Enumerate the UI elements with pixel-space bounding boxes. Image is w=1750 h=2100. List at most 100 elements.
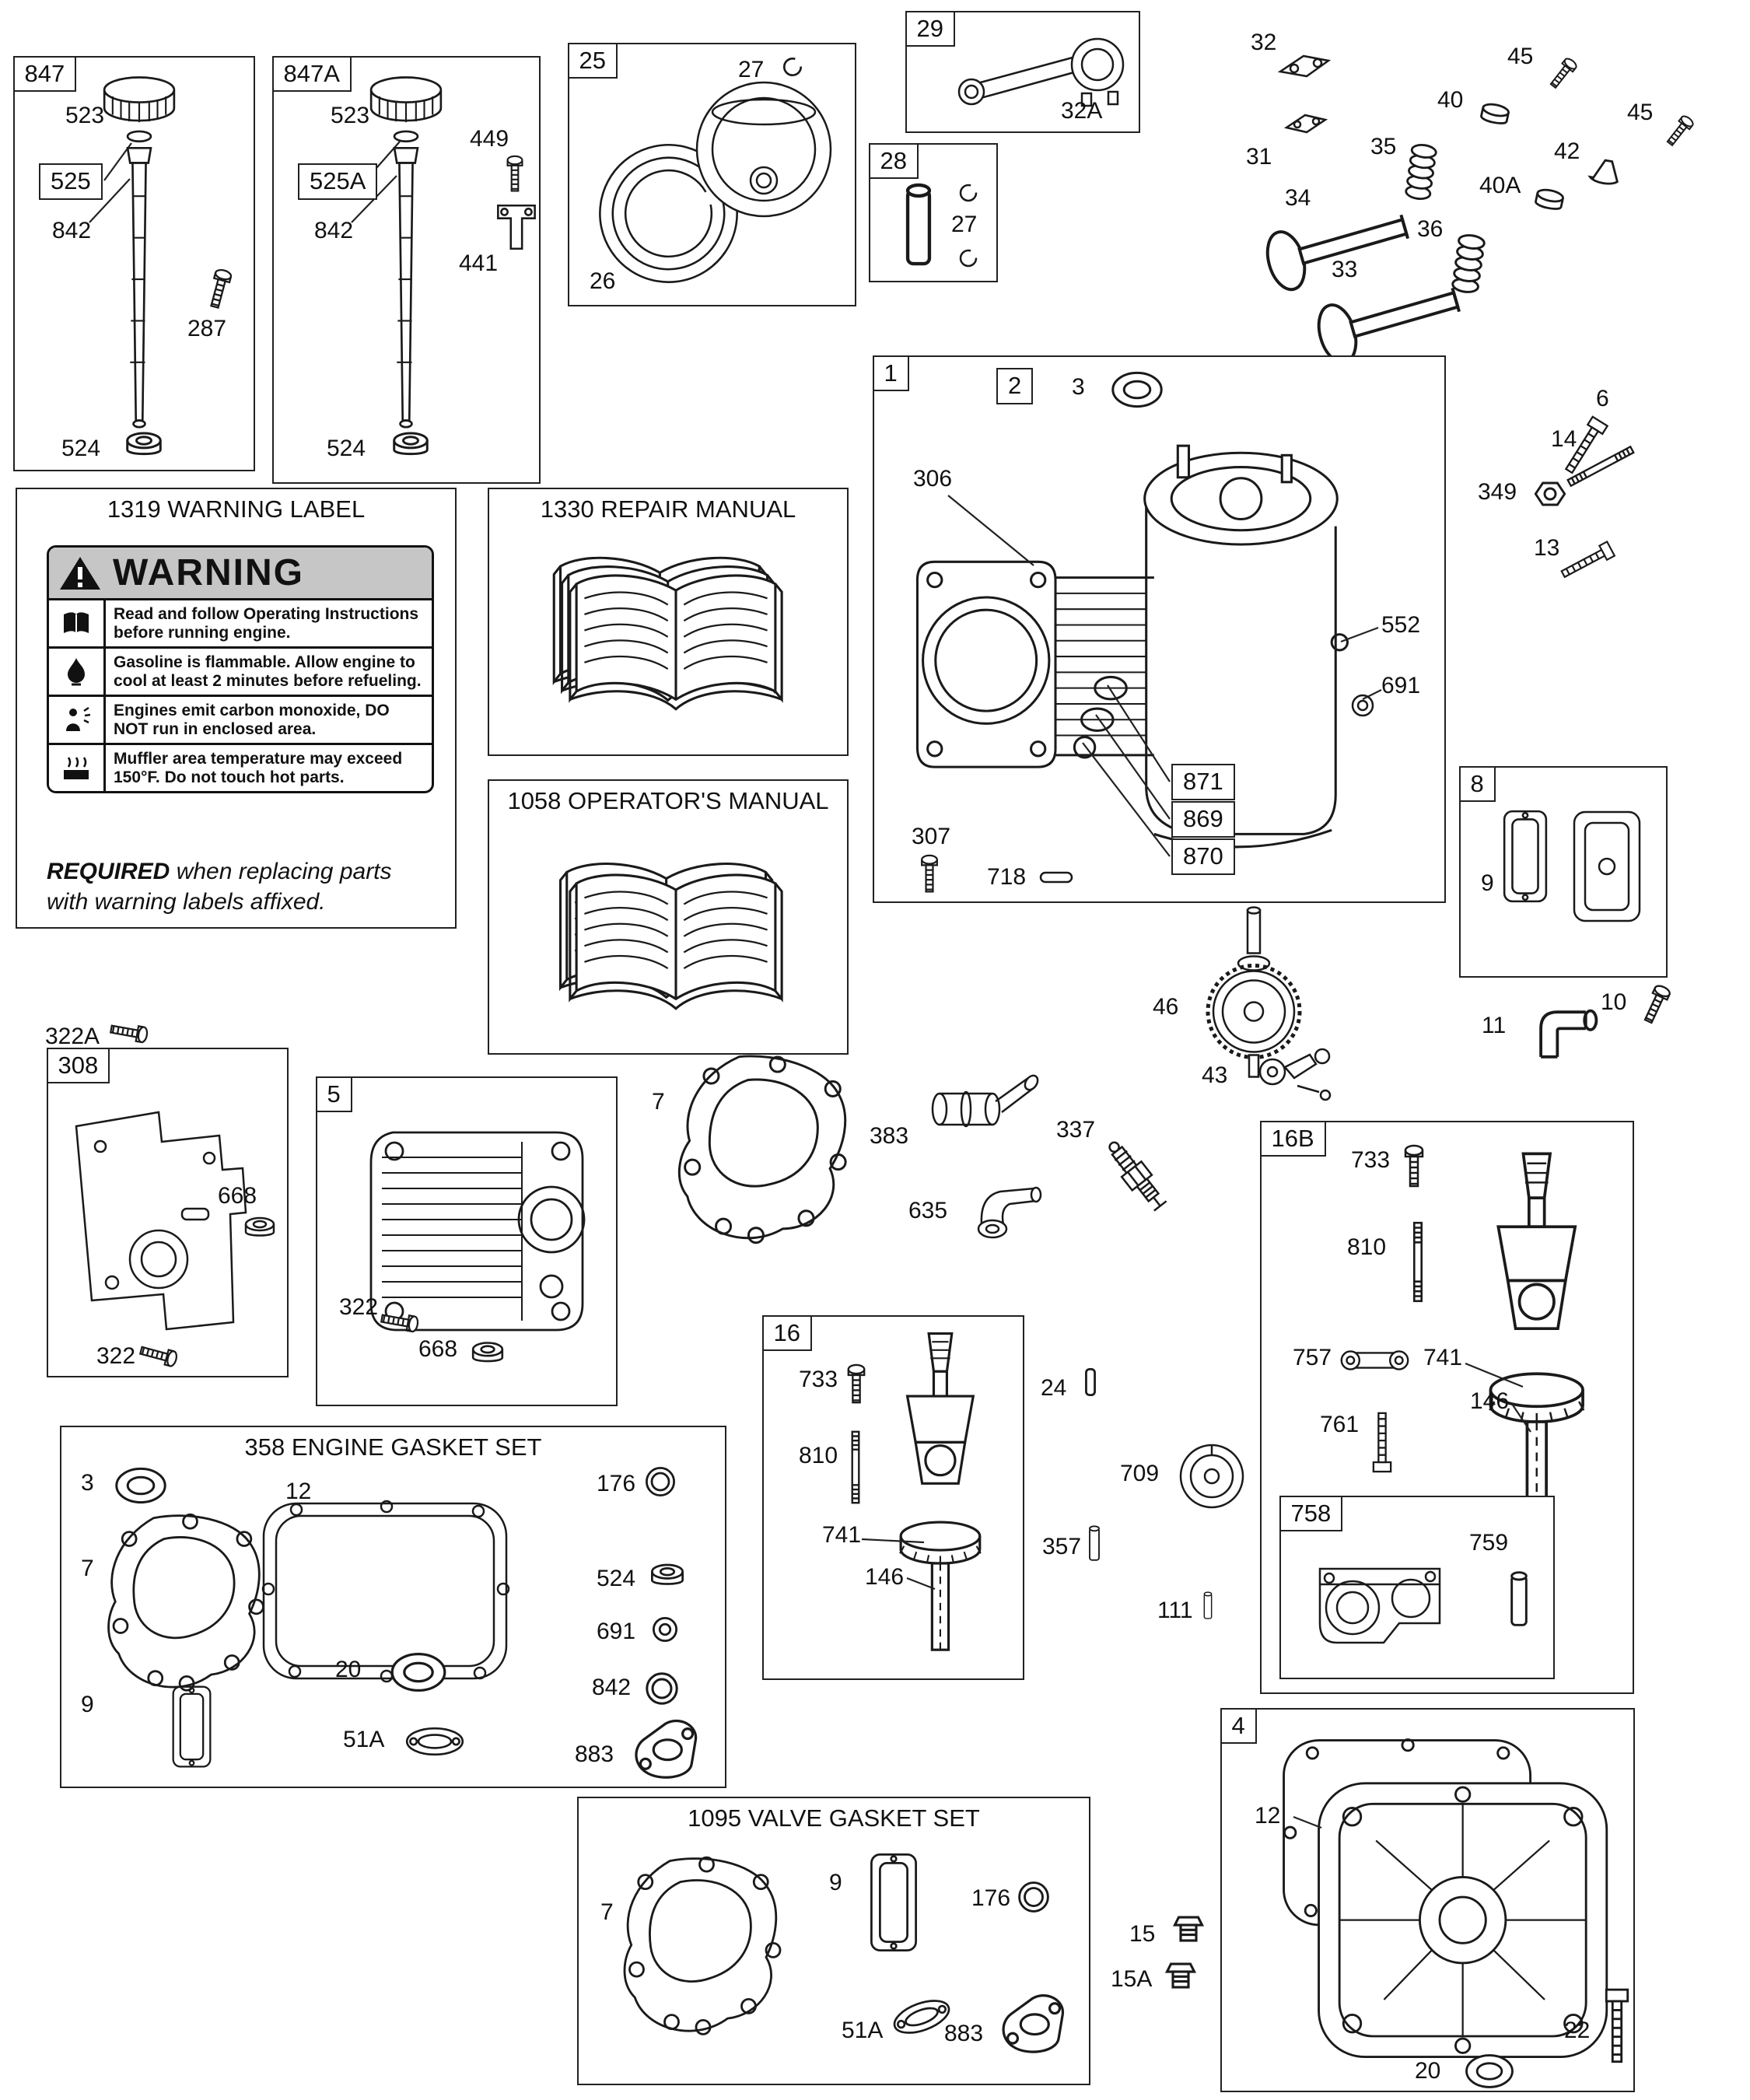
box-2-tag: 2 [996,368,1034,404]
part-label-759: 759 [1469,1530,1509,1556]
part-label-449: 449 [470,126,509,152]
warning-row: Muffler area temperature may exceed 150°… [49,745,432,792]
stud-icon [851,1430,860,1504]
part-label-31: 31 [1246,144,1272,170]
operator-manual-title: 1058 OPERATOR'S MANUAL [507,787,829,814]
oil-seal-icon [390,1652,446,1692]
part-label-13: 13 [1534,535,1560,561]
part-label-22: 22 [1564,2018,1591,2043]
book-icon [49,600,106,647]
part-label-42: 42 [1554,138,1580,164]
part-label-7: 7 [81,1556,94,1581]
cylinder-block-illustration [915,444,1349,849]
group-box-8: 8 9 [1458,765,1668,978]
part-label-337: 337 [1056,1117,1096,1143]
key-icon [1085,1367,1096,1397]
rocker-plate-icon [1277,54,1332,78]
o-ring-icon [1018,1881,1049,1913]
warning-row-text: Muffler area temperature may exceed 150°… [114,750,403,786]
hot-muffler-icon [49,745,106,792]
part-label-322a: 322A [45,1024,100,1049]
part-label-51a: 51A [343,1727,385,1752]
part-label-24: 24 [1041,1375,1067,1401]
bolt-icon [1558,541,1615,583]
oil-plug-icon [1165,1962,1196,1989]
valve-gasket-set-title: 1095 VALVE GASKET SET [688,1804,980,1832]
part-label-810: 810 [1347,1234,1387,1260]
part-label-40a: 40A [1479,173,1521,198]
part-label-733: 733 [799,1367,838,1392]
pointer-lines [861,1538,936,1591]
box-308-tag: 308 [46,1047,110,1084]
washer-icon [1351,694,1374,717]
part-label-9: 9 [81,1692,94,1717]
part-label-15: 15 [1129,1921,1156,1947]
retaining-ring-icon [959,249,978,268]
box-758-tag: 758 [1279,1495,1343,1532]
part-label-10: 10 [1601,989,1627,1015]
box-525-tag: 525 [39,163,103,200]
part-label-9: 9 [829,1870,842,1895]
engine-gasket-set-title: 358 ENGINE GASKET SET [244,1433,542,1461]
oil-pump-bracket-illustration [1318,1567,1441,1644]
part-label-20: 20 [1415,2058,1441,2084]
warning-label-section: 1319 WARNING LABEL WARNING Read and foll… [16,488,457,929]
box-8-tag: 8 [1458,765,1496,803]
part-label-523: 523 [65,103,105,128]
oil-plug-icon [1173,1916,1204,1942]
part-label-810: 810 [799,1443,838,1468]
warning-row: Engines emit carbon monoxide, DO NOT run… [49,697,432,746]
warning-row-text: Gasoline is flammable. Allow engine to c… [114,653,422,690]
box-847a-tag: 847A [271,55,352,93]
part-label-9: 9 [1481,870,1494,896]
camshaft-illustration [1206,906,1302,1078]
valve-cap-icon [1588,157,1622,187]
part-label-111: 111 [1157,1598,1193,1623]
tappet-screw-icon [1664,113,1696,149]
part-label-14: 14 [1551,426,1577,452]
warning-label: WARNING Read and follow Operating Instru… [47,545,434,794]
part-label-322: 322 [339,1294,379,1320]
part-label-733: 733 [1351,1147,1391,1173]
part-label-15a: 15A [1111,1966,1153,1992]
part-label-3: 3 [1072,374,1085,400]
part-label-523: 523 [331,103,370,128]
part-label-691: 691 [597,1619,636,1644]
intake-gasket-icon [405,1727,464,1756]
part-label-441: 441 [459,250,499,276]
group-box-758: 758 759 [1279,1495,1555,1679]
oil-seal-icon [1111,371,1163,408]
part-label-40: 40 [1437,87,1464,113]
pointer-lines [1465,1362,1531,1433]
box-28-tag: 28 [868,142,919,180]
required-rest: when replacing parts with warning labels… [47,859,392,915]
spring-retainer-icon [1479,101,1511,127]
head-gasket-illustration [671,1046,857,1253]
part-label-668: 668 [418,1336,458,1362]
part-label-176: 176 [971,1885,1011,1911]
oil-sump-illustration [1283,1738,1608,2059]
operator-manual-section: 1058 OPERATOR'S MANUAL [488,779,849,1055]
part-box-869: 869 [1171,801,1235,838]
bracket-icon [497,204,536,250]
governor-illustration [1258,1048,1332,1101]
part-label-357: 357 [1042,1534,1082,1559]
spark-plug-icon [1108,1141,1167,1212]
valve-cover-gasket-icon [172,1685,212,1768]
pointer-lines [947,495,1382,857]
repair-manual-section: 1330 REPAIR MANUAL [488,488,849,756]
part-label-322: 322 [96,1343,136,1369]
screw-icon [109,1020,149,1044]
part-label-176: 176 [597,1471,636,1496]
part-label-668: 668 [218,1183,257,1209]
group-box-847: 847 523 525 842 287 524 [12,55,255,471]
required-note: REQUIRED when replacing parts with warni… [47,856,432,917]
part-label-741: 741 [1423,1345,1463,1370]
valve-gasket-set-section: 1095 VALVE GASKET SET 7 9 176 51A 883 [577,1797,1090,2085]
part-label-20: 20 [335,1657,362,1682]
tappet-screw-icon [1547,55,1579,91]
group-box-4: 4 12 22 20 [1220,1707,1635,2092]
part-label-3: 3 [81,1470,94,1496]
part-label-306: 306 [913,466,953,492]
